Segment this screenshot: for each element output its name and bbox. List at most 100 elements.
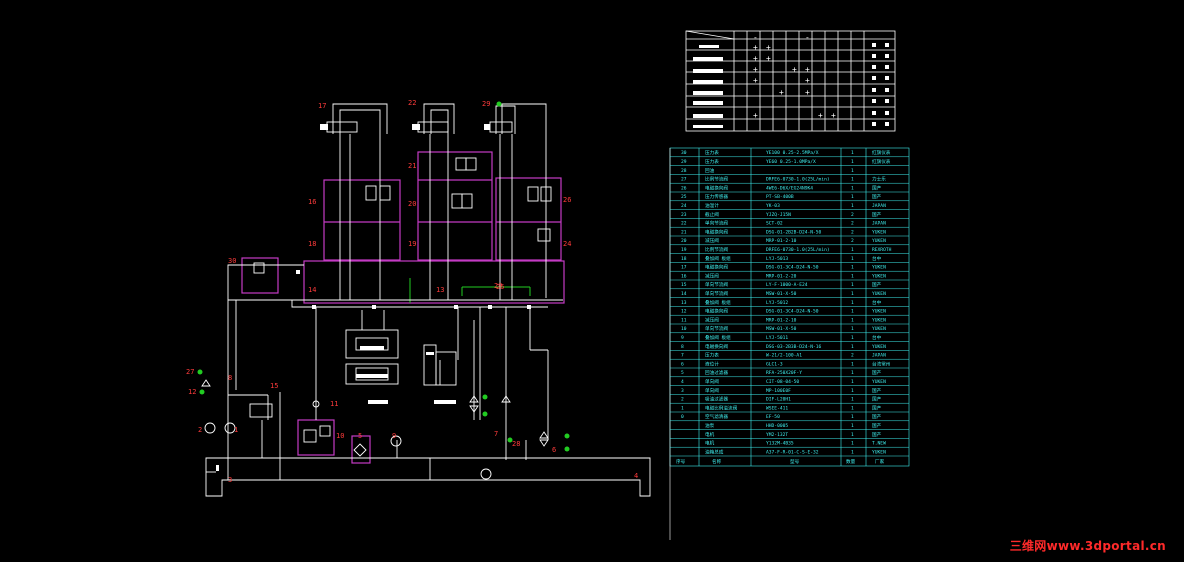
bom-cell-no: 16 — [681, 273, 687, 279]
bom-cell-name: 电磁换向阀 — [705, 308, 728, 315]
bom-cell-name: 叠加阀 板组 — [705, 334, 731, 341]
bom-cell-maker: YUKEN — [872, 326, 886, 332]
port-markers — [197, 101, 570, 452]
bom-cell-model: MRP-01-2-10 — [766, 317, 797, 323]
label-3: 3 — [228, 476, 232, 484]
bom-cell-qty: 1 — [851, 414, 854, 420]
bom-cell-qty: 1 — [851, 317, 854, 323]
bom-cell-no: 11 — [681, 317, 687, 323]
bom-cell-model: YE100 0.25-2.5MPa/X — [766, 150, 819, 156]
bom-cell-model: LY-F-1000-A-E24 — [766, 282, 808, 288]
bom-cell-model: DSG-03-2B3B-D24-N-16 — [766, 344, 822, 350]
bom-cell-model: MSW-01-X-50 — [766, 326, 797, 332]
bom-cell-qty: 1 — [851, 449, 854, 455]
bom-cell-name: 单向阀 — [705, 378, 719, 385]
bom-cell-name: 单向阀 — [705, 387, 719, 394]
label-10: 10 — [336, 432, 344, 440]
bom-cell-maker: YUKEN — [872, 229, 886, 235]
bom-cell-model: HHD-0005 — [766, 423, 788, 429]
bom-cell-name: 吸油过滤器 — [705, 396, 728, 403]
label-1: 1 — [234, 426, 238, 434]
label-2: 2 — [198, 426, 202, 434]
bom-cell-maker: YUKEN — [872, 449, 886, 455]
bom-cell-no: 4 — [681, 379, 684, 385]
bom-cell-maker: JAPAN — [872, 353, 886, 359]
bom-footer: 序号名称型号数量厂家 — [676, 458, 885, 465]
label-30: 30 — [228, 257, 236, 265]
action-mark: + — [766, 43, 771, 52]
action-mark: + — [753, 43, 758, 52]
bom-cell-maker: 力士乐 — [872, 176, 886, 183]
bom-cell-qty: 1 — [851, 168, 854, 174]
bom-cell-name: 单向节流阀 — [705, 220, 728, 227]
bom-row-lines — [670, 156, 909, 457]
bom-cell-name: 液位计 — [705, 360, 719, 367]
bom-cell-qty: 1 — [851, 273, 854, 279]
bom-cell-maker: 国产 — [872, 404, 882, 411]
bom-cell-qty: 1 — [851, 405, 854, 411]
label-23: 23 — [494, 282, 502, 290]
bom-cell-model: CIT-08-04-50 — [766, 379, 799, 385]
bom-cell-qty: 1 — [851, 423, 854, 429]
bom-cell-no: 9 — [681, 335, 684, 341]
label-20: 20 — [408, 200, 416, 208]
bom-cell-qty: 1 — [851, 326, 854, 332]
bom-cell-maker: 国产 — [872, 387, 882, 394]
bom-cell-no: 6 — [681, 361, 684, 367]
bom-cell-no: 25 — [681, 194, 687, 200]
bom-cell-name: 减压阀 — [705, 316, 719, 323]
bom-cell-maker: 国产 — [872, 369, 882, 376]
action-mark: - — [753, 33, 758, 42]
bom-cell-maker: YUKEN — [872, 273, 886, 279]
hydraulic-lines — [201, 103, 651, 497]
bom-cell-model: LYJ-5013 — [766, 256, 788, 262]
bom-cell-model: MRP-01-2-20 — [766, 273, 797, 279]
label-5: 5 — [358, 432, 362, 440]
bom-cell-maker: T.NEW — [872, 441, 886, 447]
label-15: 15 — [270, 382, 278, 390]
bom-cell-maker: YUKEN — [872, 238, 886, 244]
bom-cell-maker: 国产 — [872, 184, 882, 191]
bom-cell-name: 空气滤清器 — [705, 413, 728, 420]
bom-cell-qty: 1 — [851, 291, 854, 297]
bom-cell-maker: 国产 — [872, 396, 882, 403]
action-table-status-squares — [872, 43, 889, 126]
solid-marks — [216, 124, 531, 471]
bom-cell-qty: 1 — [851, 247, 854, 253]
bom-cell-name: 油箱总成 — [705, 448, 724, 455]
bom-cell-no: 26 — [681, 185, 687, 191]
bom-cell-name: 电磁换向阀 — [705, 264, 728, 271]
bom-cell-qty: 2 — [851, 221, 854, 227]
bom-cell-name: 电磁换向阀 — [705, 343, 728, 350]
bom-cell-name: 比例节流阀 — [705, 176, 728, 183]
label-7: 7 — [494, 430, 498, 438]
label-19: 19 — [408, 240, 416, 248]
green-lines — [409, 278, 531, 303]
bom-cell-name: 单向节流阀 — [705, 281, 728, 288]
bom-cell-maker: 国产 — [872, 211, 882, 218]
bom-cell-qty: 1 — [851, 177, 854, 183]
bom-cell-qty: 1 — [851, 397, 854, 403]
bom-cell-name: 比例节流阀 — [705, 246, 728, 253]
bom-cell-qty: 2 — [851, 212, 854, 218]
bom-cell-maker: 国产 — [872, 193, 882, 200]
bom-cell-name: 压力表 — [705, 352, 719, 359]
bom-cell-model: DRFE6-0730-1.0(25L/min) — [766, 247, 830, 253]
label-4: 4 — [634, 472, 638, 480]
bom-cell-no: 19 — [681, 247, 687, 253]
bom-cell-name: 叠加阀 板组 — [705, 299, 731, 306]
component-labels: 17 22 29 21 16 20 26 18 19 23 24 14 13 2… — [186, 99, 638, 484]
label-22: 22 — [408, 99, 416, 107]
bom-cell-model: LYJ-5011 — [766, 335, 788, 341]
bom-cell-model: YJZQ-J15N — [766, 212, 791, 218]
action-mark: + — [753, 54, 758, 63]
bom-cell-no: 2 — [681, 397, 684, 403]
bom-cell-qty: 2 — [851, 229, 854, 235]
bom-cell-maker: 国产 — [872, 281, 882, 288]
label-6: 6 — [552, 446, 556, 454]
action-mark: + — [753, 111, 758, 120]
bom-cell-qty: 1 — [851, 159, 854, 165]
bom-cell-no: 0 — [681, 414, 684, 420]
